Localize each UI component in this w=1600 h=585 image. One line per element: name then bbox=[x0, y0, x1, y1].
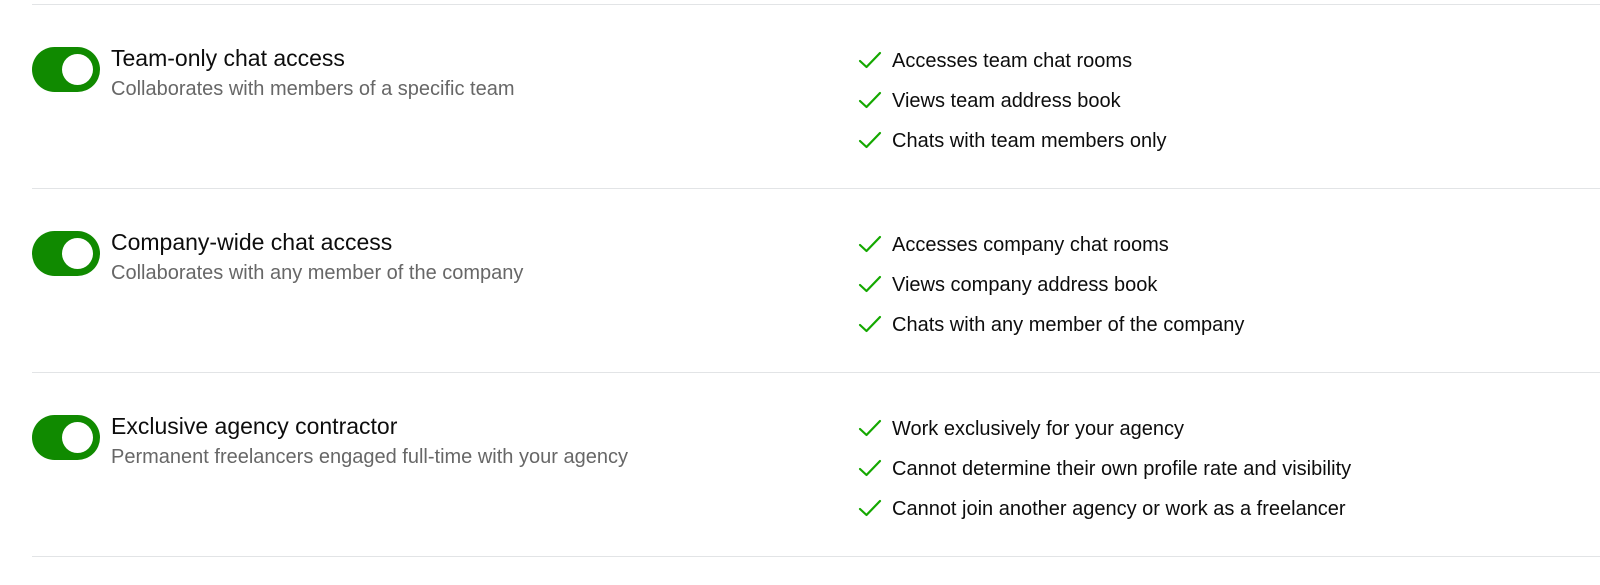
list-item: Views team address book bbox=[858, 88, 1167, 128]
role-text: Exclusive agency contractor Permanent fr… bbox=[111, 412, 628, 471]
role-row-team-only: Team-only chat access Collaborates with … bbox=[32, 44, 1600, 194]
check-icon bbox=[858, 315, 882, 333]
divider bbox=[32, 188, 1600, 189]
role-subtitle: Collaborates with any member of the comp… bbox=[111, 262, 524, 284]
team-only-chat-toggle[interactable] bbox=[32, 47, 100, 92]
feature-text: Accesses team chat rooms bbox=[892, 50, 1133, 72]
role-title: Exclusive agency contractor bbox=[111, 413, 398, 439]
check-icon bbox=[858, 499, 882, 517]
list-item: Work exclusively for your agency bbox=[858, 416, 1351, 456]
feature-text: Views company address book bbox=[892, 274, 1158, 296]
divider bbox=[32, 372, 1600, 373]
toggle-knob bbox=[62, 422, 93, 453]
list-item: Chats with team members only bbox=[858, 128, 1167, 168]
list-item: Accesses company chat rooms bbox=[858, 232, 1244, 272]
toggle-knob bbox=[62, 54, 93, 85]
divider-top bbox=[32, 4, 1600, 5]
list-item: Cannot determine their own profile rate … bbox=[858, 456, 1351, 496]
role-title: Company-wide chat access bbox=[111, 229, 393, 255]
toggle-knob bbox=[62, 238, 93, 269]
role-subtitle: Permanent freelancers engaged full-time … bbox=[111, 446, 628, 468]
feature-list: Work exclusively for your agency Cannot … bbox=[858, 416, 1351, 536]
check-icon bbox=[858, 131, 882, 149]
role-text: Company-wide chat access Collaborates wi… bbox=[111, 228, 523, 287]
check-icon bbox=[858, 235, 882, 253]
divider-bottom bbox=[32, 556, 1600, 557]
feature-list: Accesses team chat rooms Views team addr… bbox=[858, 48, 1167, 168]
check-icon bbox=[858, 91, 882, 109]
feature-text: Accesses company chat rooms bbox=[892, 234, 1169, 256]
feature-text: Chats with team members only bbox=[892, 130, 1167, 152]
check-icon bbox=[858, 275, 882, 293]
check-icon bbox=[858, 459, 882, 477]
feature-text: Views team address book bbox=[892, 90, 1121, 112]
list-item: Views company address book bbox=[858, 272, 1244, 312]
list-item: Chats with any member of the company bbox=[858, 312, 1244, 352]
role-text: Team-only chat access Collaborates with … bbox=[111, 44, 515, 103]
feature-text: Cannot join another agency or work as a … bbox=[892, 498, 1346, 520]
check-icon bbox=[858, 51, 882, 69]
list-item: Accesses team chat rooms bbox=[858, 48, 1167, 88]
feature-text: Work exclusively for your agency bbox=[892, 418, 1184, 440]
feature-text: Chats with any member of the company bbox=[892, 314, 1245, 336]
exclusive-agency-contractor-toggle[interactable] bbox=[32, 415, 100, 460]
list-item: Cannot join another agency or work as a … bbox=[858, 496, 1351, 536]
feature-list: Accesses company chat rooms Views compan… bbox=[858, 232, 1244, 352]
company-wide-chat-toggle[interactable] bbox=[32, 231, 100, 276]
feature-text: Cannot determine their own profile rate … bbox=[892, 458, 1352, 480]
role-row-company-wide: Company-wide chat access Collaborates wi… bbox=[32, 228, 1600, 378]
role-title: Team-only chat access bbox=[111, 45, 345, 71]
role-row-exclusive-contractor: Exclusive agency contractor Permanent fr… bbox=[32, 412, 1600, 562]
role-subtitle: Collaborates with members of a specific … bbox=[111, 78, 515, 100]
check-icon bbox=[858, 419, 882, 437]
